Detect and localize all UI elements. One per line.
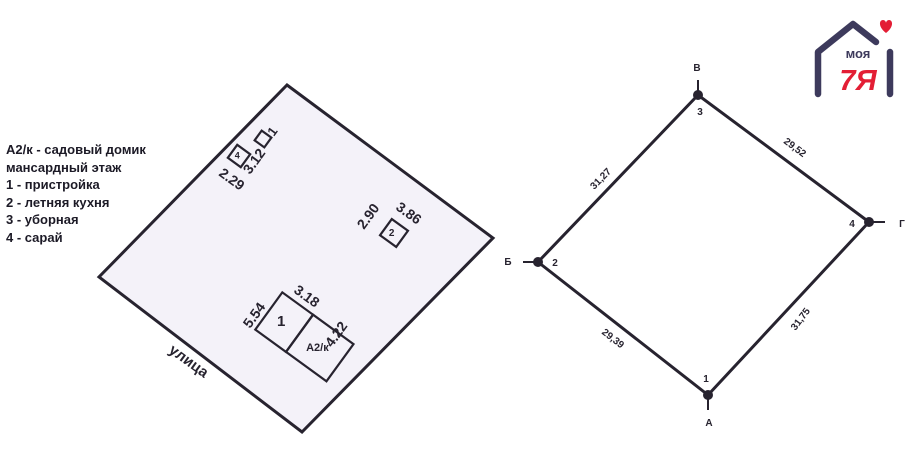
- plot-outline: [96, 83, 496, 434]
- legend-item: 3 - уборная: [6, 212, 79, 227]
- vertex-b-number: 2: [552, 258, 558, 269]
- kitchen-group: 2: [378, 217, 410, 249]
- legend-item: 2 - летняя кухня: [6, 194, 110, 210]
- heart-icon: [879, 20, 893, 33]
- shed-label: 4: [235, 150, 240, 160]
- legend-item: 1 - пристройка: [6, 177, 100, 192]
- shed-group: 4: [226, 143, 252, 169]
- shed-4: [226, 143, 252, 169]
- main-building-group: 1 А2/к: [253, 290, 356, 383]
- logo-mark: 7Я: [839, 65, 877, 97]
- vertex-b-letter: Б: [504, 257, 511, 268]
- vertex-a-dot: [703, 390, 713, 400]
- vertex-g-dot: [864, 217, 874, 227]
- toilet-3: [253, 129, 273, 149]
- vertex-g-letter: Г: [899, 219, 905, 230]
- house-label: А2/к: [306, 342, 329, 354]
- annex-label: 1: [277, 313, 285, 330]
- toilet-group: [253, 129, 273, 149]
- brand-logo: моя 7Я: [814, 20, 894, 98]
- side-ga-length: 31,75: [789, 306, 813, 333]
- legend: А2/к - садовый домик мансардный этаж 1 -…: [6, 141, 146, 246]
- vertex-v-number: 3: [697, 107, 703, 118]
- legend-item: мансардный этаж: [6, 159, 122, 175]
- legend-item: А2/к - садовый домик: [6, 142, 146, 157]
- kitchen-2: [378, 217, 410, 249]
- side-ab-length: 29,39: [599, 327, 626, 351]
- logo-house-outline: [814, 20, 894, 98]
- house-a2k: [284, 313, 356, 383]
- logo-word: моя: [846, 46, 871, 61]
- side-vg-length: 29,52: [781, 136, 808, 160]
- right-plan: А 1 Б 2 В 3 Г 4 29,39 31,27 29,52 31,75: [504, 63, 905, 429]
- vertex-v-dot: [693, 90, 703, 100]
- vertex-a-letter: А: [705, 418, 712, 429]
- legend-item: 4 - сарай: [6, 229, 63, 245]
- vertex-g-number: 4: [849, 219, 855, 230]
- vertex-a-number: 1: [703, 374, 709, 385]
- vertex-v-letter: В: [693, 63, 700, 74]
- vertex-b-dot: [533, 257, 543, 267]
- left-plan: улица 1 А2/к 5.54 3.18 4.22 2 2.90 3.86 …: [96, 83, 496, 434]
- plot-outline-coordinates: [535, 93, 872, 398]
- kitchen-label: 2: [389, 228, 395, 239]
